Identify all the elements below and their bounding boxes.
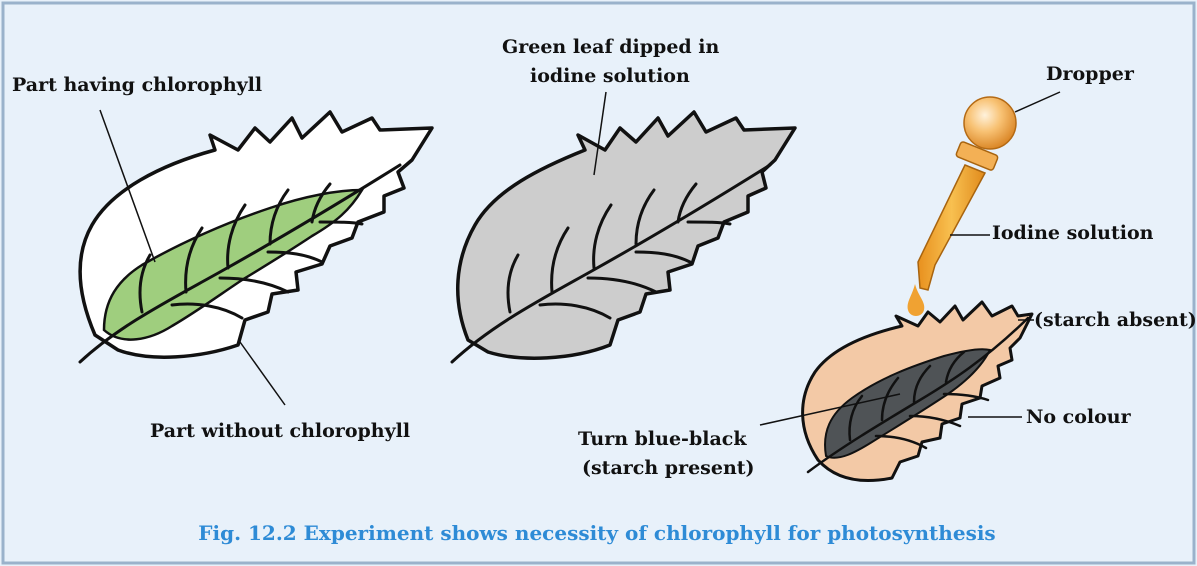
label-no-colour: No colour [1026, 406, 1132, 428]
figure-caption: Fig. 12.2 Experiment shows necessity of … [198, 521, 995, 545]
label-green-leaf-line2: iodine solution [530, 65, 690, 87]
label-starch-absent: (starch absent) [1034, 309, 1197, 331]
label-starch-present: (starch present) [582, 457, 755, 479]
label-dropper: Dropper [1046, 63, 1135, 85]
label-turn-blue-black: Turn blue-black [578, 428, 747, 450]
label-iodine-solution: Iodine solution [992, 222, 1154, 244]
label-green-leaf-line1: Green leaf dipped in [502, 36, 720, 58]
dropper-bulb [964, 97, 1016, 149]
label-part-having-chlorophyll: Part having chlorophyll [12, 74, 262, 96]
label-part-without-chlorophyll: Part without chlorophyll [150, 420, 410, 442]
